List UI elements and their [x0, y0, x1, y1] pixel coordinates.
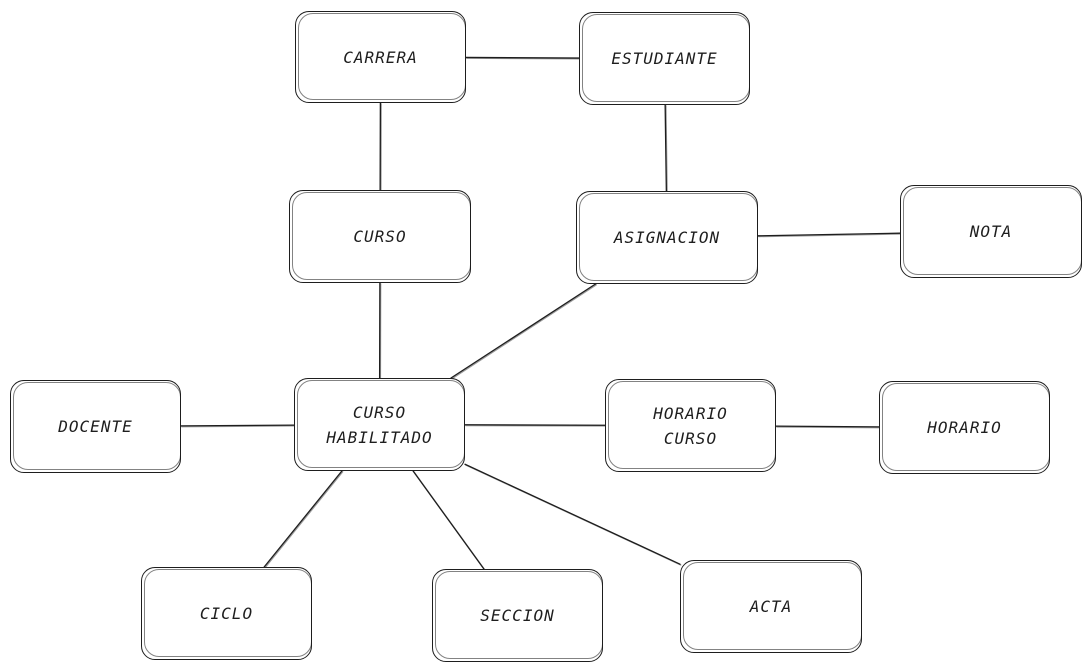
node-docente-label: DOCENTE: [58, 417, 133, 436]
connector-horario_curso-horario: [775, 425, 880, 428]
node-nota-label: NOTA: [969, 222, 1013, 241]
connector-asignacion-nota: [757, 232, 901, 237]
connector-estudiante-asignacion: [664, 104, 668, 192]
connector-asignacion-curso_habilitado: [450, 283, 597, 379]
node-ciclo-label: CICLO: [199, 604, 254, 623]
node-curso-label: CURSO: [353, 227, 407, 246]
connector-curso_habilitado-seccion: [412, 470, 485, 570]
connector-shadow-asignacion-curso_habilitado: [451, 284, 597, 380]
connector-docente-curso_habilitado: [180, 424, 295, 427]
node-asignacion[interactable]: ASIGNACION: [576, 191, 758, 284]
node-curso-habilitado[interactable]: CURSO HABILITADO: [294, 378, 465, 471]
connector-shadow-asignacion-nota: [758, 233, 902, 238]
node-docente[interactable]: DOCENTE: [10, 380, 181, 473]
connector-carrera-estudiante: [465, 56, 580, 59]
node-curso[interactable]: CURSO: [289, 190, 471, 283]
connector-shadow-curso_habilitado-ciclo: [264, 471, 344, 569]
connector-shadow-docente-curso_habilitado: [181, 425, 296, 428]
connector-curso_habilitado-acta: [464, 463, 681, 565]
node-seccion-label: SECCION: [480, 606, 555, 625]
connector-shadow-curso_habilitado-acta: [465, 464, 682, 566]
connector-curso_habilitado-ciclo: [263, 470, 343, 568]
node-horario[interactable]: HORARIO: [879, 381, 1050, 474]
node-acta-label: ACTA: [749, 597, 793, 616]
node-seccion[interactable]: SECCION: [432, 569, 603, 662]
node-acta[interactable]: ACTA: [680, 560, 862, 653]
node-estudiante[interactable]: ESTUDIANTE: [579, 12, 750, 105]
node-ciclo[interactable]: CICLO: [141, 567, 312, 660]
connector-shadow-estudiante-asignacion: [665, 105, 668, 193]
node-horario-curso-label: HORARIO CURSO: [653, 403, 728, 448]
connector-shadow-curso_habilitado-seccion: [413, 471, 486, 571]
connector-shadow-carrera-estudiante: [466, 57, 581, 60]
node-carrera[interactable]: CARRERA: [295, 11, 466, 103]
node-horario-curso[interactable]: HORARIO CURSO: [605, 379, 776, 472]
node-asignacion-label: ASIGNACION: [613, 228, 721, 247]
node-estudiante-label: ESTUDIANTE: [611, 49, 718, 68]
node-curso-habilitado-label: CURSO HABILITADO: [326, 402, 433, 447]
node-horario-label: HORARIO: [927, 418, 1002, 437]
node-carrera-label: CARRERA: [343, 47, 418, 67]
connector-shadow-horario_curso-horario: [776, 426, 881, 429]
node-nota[interactable]: NOTA: [900, 185, 1082, 278]
